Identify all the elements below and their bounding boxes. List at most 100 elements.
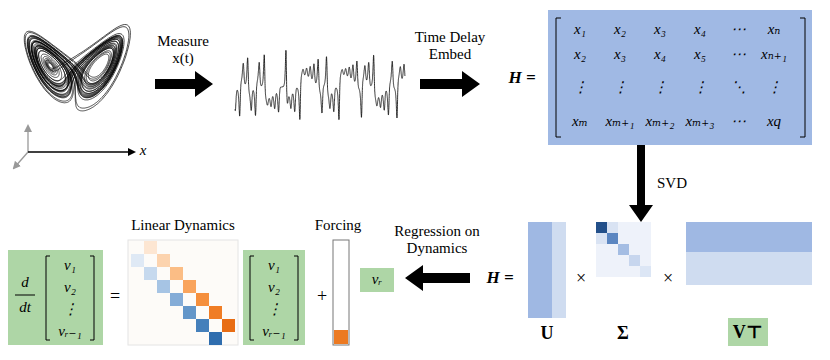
node-text: U xyxy=(541,323,554,344)
u-matrix xyxy=(552,222,566,318)
forcing-segment xyxy=(334,330,348,344)
node-text: V⊤ xyxy=(733,322,763,343)
dynamics-cell xyxy=(157,280,170,293)
dynamics-cell xyxy=(144,241,157,254)
time-series xyxy=(235,50,405,119)
dynamics-cell xyxy=(183,306,196,319)
hankel-box xyxy=(548,10,812,145)
sigma-ground xyxy=(596,222,651,277)
label-highlight xyxy=(728,318,768,346)
node-text: ⋮ xyxy=(267,301,282,318)
operator: × xyxy=(576,268,586,289)
dynamics-cell xyxy=(170,267,183,280)
dynamics-cell xyxy=(144,267,157,280)
node-text: x₂ xyxy=(614,21,626,38)
node-text: ⋮ xyxy=(613,79,628,96)
node-text: ⋯ xyxy=(731,21,746,38)
fraction-bar xyxy=(15,295,35,296)
node-text: ⋯ xyxy=(731,46,746,63)
dynamics-cell xyxy=(183,280,196,293)
state-vector: v₁v₂⋮vᵣ₋₁ xyxy=(243,250,305,345)
singular-value xyxy=(618,244,629,255)
dynamics-matrix xyxy=(128,240,238,345)
dynamics-cell xyxy=(170,293,183,306)
node-text: v₂ xyxy=(64,279,76,296)
measure-arrow xyxy=(155,71,213,97)
node-text: x₄ xyxy=(694,21,706,38)
v-matrix xyxy=(686,252,812,285)
node-text: ⋮ xyxy=(63,301,78,318)
operator: = xyxy=(110,286,120,307)
node-text: ⋮ xyxy=(653,79,668,96)
node-text: vᵣ₋₁ xyxy=(262,323,285,340)
node-text: vᵣ₋₁ xyxy=(58,323,81,340)
node-text: x₄ xyxy=(654,46,666,63)
vector-bracket xyxy=(250,256,254,340)
forcing-vector xyxy=(360,268,394,292)
flow-arrow xyxy=(629,145,653,222)
node-text: v₂ xyxy=(268,279,280,296)
node-text: dt xyxy=(19,299,31,316)
node-text: xₘ₊₃ xyxy=(686,113,715,130)
edge-label: SVD xyxy=(657,175,687,192)
node-text: Forcing xyxy=(315,217,362,234)
forcing-bar xyxy=(333,240,349,345)
dynamics-cell xyxy=(131,254,144,267)
node-text: v₁ xyxy=(64,257,76,274)
lorenz-attractor xyxy=(24,25,130,111)
node-text: x₂ xyxy=(574,46,586,63)
equation-label: H = xyxy=(486,268,513,288)
node-text: x₃ xyxy=(654,21,666,38)
node-text: xq xyxy=(767,113,781,130)
node-text: d xyxy=(21,274,29,291)
matrix-bracket xyxy=(556,18,561,137)
state-derivative-vector: d dt v₁ v₂ ⋮ vᵣ₋₁ xyxy=(8,250,103,345)
sigma-cell xyxy=(607,222,618,233)
node-text: xₙ xyxy=(768,21,781,38)
node-text: x₅ xyxy=(694,46,706,63)
dynamics-cell xyxy=(196,319,209,332)
singular-value xyxy=(629,255,640,266)
u-matrix: U xyxy=(528,222,566,318)
node-text: xₘ xyxy=(572,113,588,130)
u-matrix xyxy=(528,222,552,318)
axis-line xyxy=(14,152,28,168)
v-matrix xyxy=(686,222,812,252)
node-text: vᵣ xyxy=(372,271,382,288)
regression-arrow xyxy=(405,265,470,291)
singular-value xyxy=(640,266,651,277)
node-text: H = xyxy=(508,68,535,88)
vector-bracket xyxy=(46,256,50,340)
axis-line xyxy=(28,151,134,152)
vector-bracket xyxy=(294,256,298,340)
node-text: ⋮ xyxy=(693,79,708,96)
node-text: xₙ₊₁ xyxy=(761,46,787,63)
hankel-matrix: H =x₁x₂x₃x₄⋯xₙx₂x₃x₄x₅⋯xₙ₊₁⋮⋮⋮⋮⋱⋮xₘxₘ₊₁x… xyxy=(548,10,812,145)
dynamics-matrix: Linear Dynamics xyxy=(128,240,238,345)
v-matrix: V⊤ xyxy=(686,222,812,285)
operator: + xyxy=(317,286,327,307)
axis-label: x xyxy=(140,142,147,159)
arrow-label: Regression on Dynamics xyxy=(387,223,487,258)
dynamics-cell xyxy=(209,306,222,319)
vector-bracket xyxy=(90,256,94,340)
operator: × xyxy=(663,268,673,289)
arrow-label: Measure x(t) xyxy=(150,33,216,68)
state-vector xyxy=(8,250,103,345)
singular-value xyxy=(596,222,607,233)
forcing-vector: vᵣ xyxy=(360,268,394,292)
dynamics-cell xyxy=(157,254,170,267)
node-text: ⋱ xyxy=(731,79,746,96)
matrix-bracket xyxy=(800,18,805,137)
node-text: Linear Dynamics xyxy=(131,217,235,234)
axis-line xyxy=(27,126,28,152)
node-text: ⋮ xyxy=(573,79,588,96)
sigma-matrix: Σ xyxy=(596,222,651,277)
sigma-matrix xyxy=(596,222,651,277)
node-text: xₘ₊₂ xyxy=(646,113,675,130)
node-text: Σ xyxy=(617,323,629,344)
node-text: x₁ xyxy=(574,21,586,38)
dynamics-cell xyxy=(209,332,222,345)
singular-value xyxy=(607,233,618,244)
